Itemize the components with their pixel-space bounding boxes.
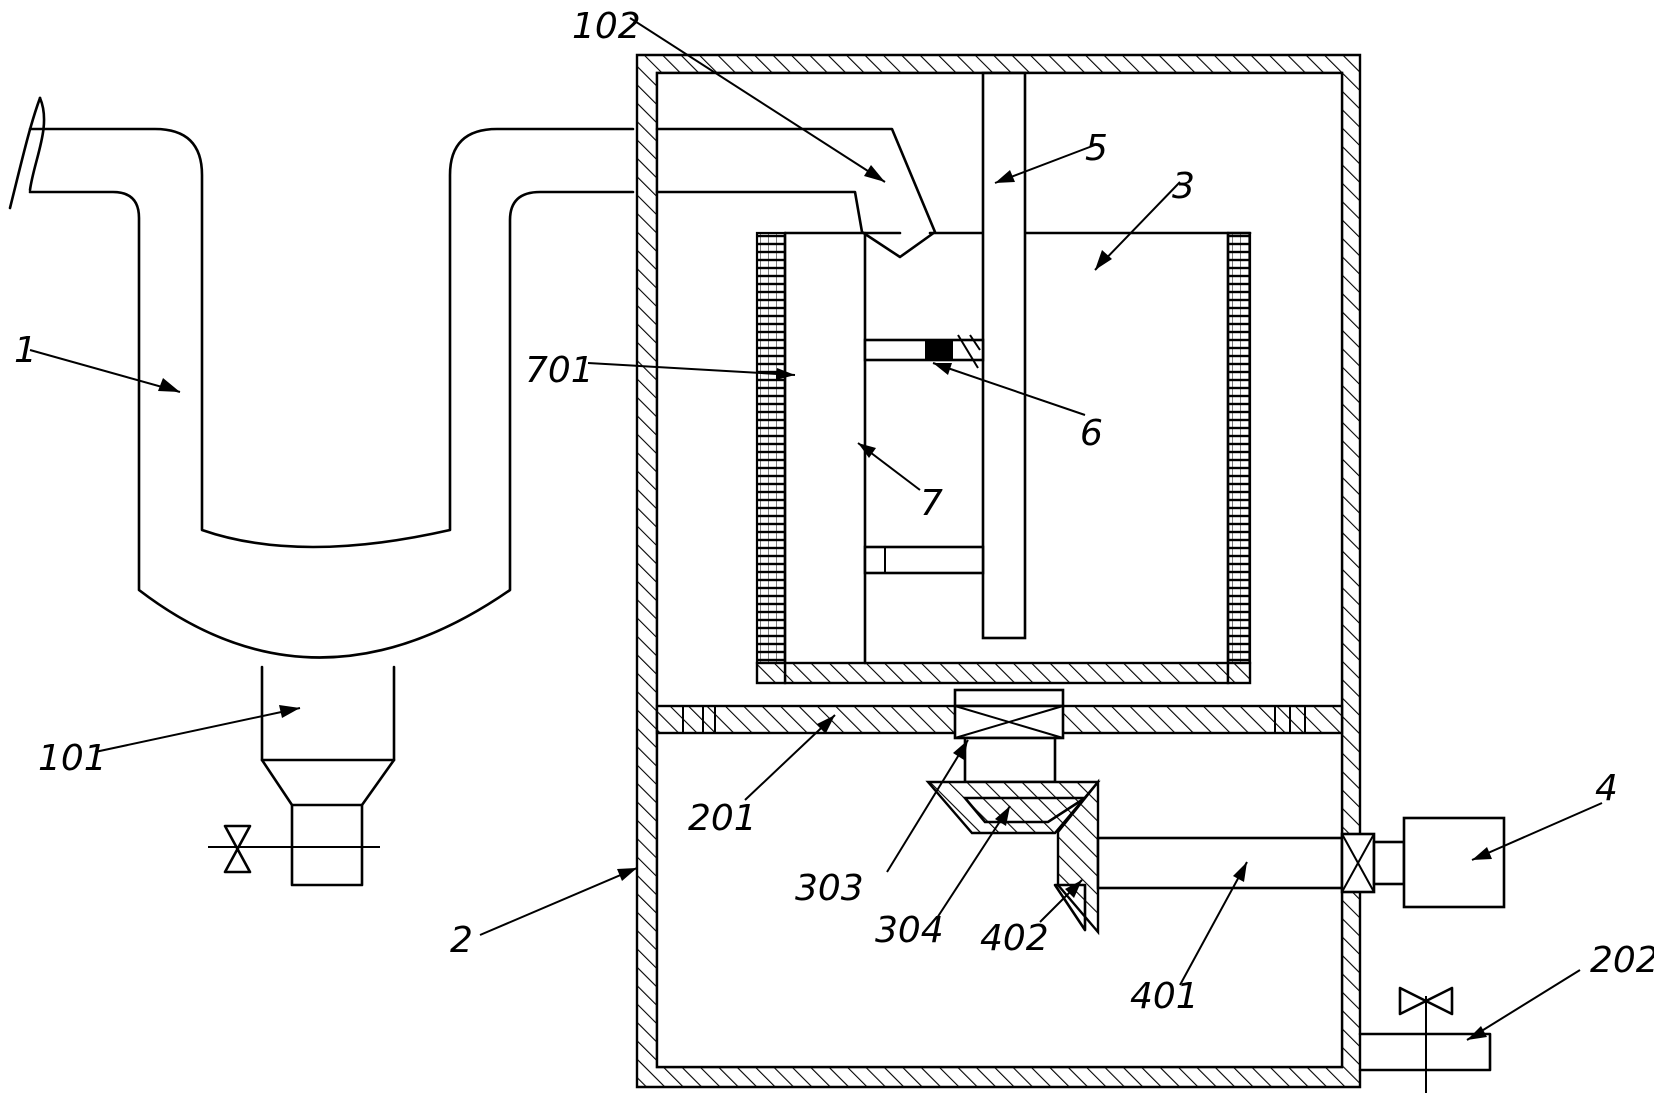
callout-201: 201 [688,798,757,839]
shaft-coupling [1340,832,1406,894]
callout-7: 7 [920,483,943,524]
bearing [953,688,1065,784]
callout-304: 304 [875,910,944,951]
callout-5: 5 [1085,128,1108,169]
drain-outlet [1358,986,1492,1093]
bevel-gear-horizontal [925,780,1101,835]
callout-2: 2 [450,920,473,961]
callout-3: 3 [1172,166,1195,207]
callout-701: 701 [525,350,594,391]
inlet-pipe [8,96,635,659]
callout-6: 6 [1080,413,1103,454]
callout-102: 102 [572,6,641,47]
leader-lines [29,17,1603,1041]
motor [1402,816,1506,909]
callout-1: 1 [14,330,37,371]
dust-collector [208,665,396,887]
inlet-nozzle [655,127,937,259]
callout-401: 401 [1130,976,1199,1017]
callout-402: 402 [980,918,1049,959]
callout-4: 4 [1595,768,1618,809]
callout-303: 303 [795,868,864,909]
central-shaft [981,71,1027,640]
callout-101: 101 [38,738,107,779]
rotating-drum [755,231,1252,685]
brush-arm [863,334,985,575]
callout-202: 202 [1590,940,1654,981]
drive-shaft [1096,836,1344,890]
